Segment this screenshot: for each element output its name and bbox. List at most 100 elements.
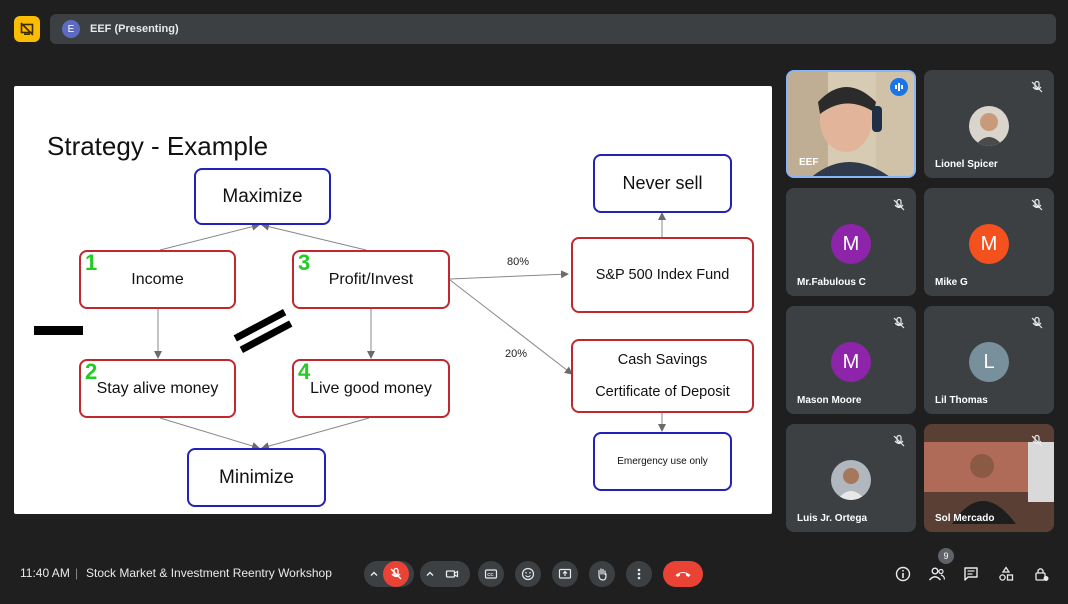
svg-text:CC: CC xyxy=(487,572,494,577)
node-cash-line2: Certificate of Deposit xyxy=(595,384,730,400)
shared-slide: Strategy - Example Maximize 1 Income 3 P… xyxy=(14,86,772,514)
meeting-clock: 11:40 AM xyxy=(20,566,70,580)
node-cash-line1: Cash Savings xyxy=(617,352,708,368)
step-number-1: 1 xyxy=(85,250,98,275)
node-income-label: Income xyxy=(131,270,184,288)
mic-off-icon[interactable] xyxy=(383,561,409,587)
node-never-sell-label: Never sell xyxy=(622,173,703,193)
avatar: M xyxy=(969,224,1009,264)
node-live-good: 4 Live good money xyxy=(292,359,450,418)
activities-icon xyxy=(999,566,1014,581)
chat-icon xyxy=(964,567,978,581)
presenter-chip[interactable]: E EEF (Presenting) xyxy=(50,14,1056,44)
node-sp500-label: S&P 500 Index Fund xyxy=(595,267,730,283)
participant-tile-lionel[interactable]: Lionel Spicer xyxy=(924,70,1054,178)
present-stop-icon[interactable] xyxy=(14,16,40,42)
participant-tile-mr-fabulous[interactable]: M Mr.Fabulous C xyxy=(786,188,916,296)
step-number-4: 4 xyxy=(298,359,311,384)
slide-title: Strategy - Example xyxy=(47,131,269,161)
meeting-title: Stock Market & Investment Reentry Worksh… xyxy=(86,566,332,580)
emoji-button[interactable] xyxy=(515,561,541,587)
node-emergency-label: Emergency use only xyxy=(617,456,708,467)
mic-control[interactable] xyxy=(364,561,414,587)
meeting-info-button[interactable] xyxy=(892,563,914,585)
avatar: M xyxy=(831,224,871,264)
node-minimize: Minimize xyxy=(187,448,326,507)
emoji-icon xyxy=(521,567,535,581)
end-call-button[interactable] xyxy=(663,561,703,587)
participant-name: Mr.Fabulous C xyxy=(797,277,866,288)
node-minimize-label: Minimize xyxy=(219,466,294,488)
end-call-icon xyxy=(675,572,691,577)
mic-off-icon xyxy=(1031,316,1043,329)
equals-sign xyxy=(233,309,293,353)
presenter-avatar: E xyxy=(62,20,80,38)
arrow-profit-sp500 xyxy=(449,270,569,280)
activities-button[interactable] xyxy=(995,563,1017,585)
captions-button[interactable]: CC xyxy=(478,561,504,587)
footer-separator: | xyxy=(75,566,79,580)
participant-tile-mike-g[interactable]: M Mike G xyxy=(924,188,1054,296)
presenter-label: EEF (Presenting) xyxy=(90,23,179,35)
people-count-badge: 9 xyxy=(938,548,954,564)
participant-tile-sol-mercado[interactable]: Sol Mercado xyxy=(924,424,1054,532)
node-cash-savings: Cash Savings Certificate of Deposit xyxy=(571,339,754,413)
arrow-stay-minimize xyxy=(159,417,260,450)
avatar xyxy=(969,106,1009,146)
more-options-button[interactable] xyxy=(626,561,652,587)
avatar: L xyxy=(969,342,1009,382)
captions-icon: CC xyxy=(484,569,498,579)
present-screen-button[interactable] xyxy=(552,561,578,587)
node-emergency: Emergency use only xyxy=(593,432,732,491)
mic-off-icon xyxy=(893,198,905,211)
node-sp500: S&P 500 Index Fund xyxy=(571,237,754,313)
arrow-profit-cash xyxy=(449,279,573,375)
pct-20-label: 20% xyxy=(505,348,528,360)
step-number-3: 3 xyxy=(298,250,311,275)
raise-hand-icon xyxy=(598,568,607,581)
mic-off-icon xyxy=(1031,198,1043,211)
present-screen-icon xyxy=(558,568,572,579)
mic-off-icon xyxy=(893,434,905,447)
node-stay-alive: 2 Stay alive money xyxy=(79,359,236,418)
participant-tile-eef[interactable]: EEF xyxy=(786,70,916,178)
node-live-label: Live good money xyxy=(310,379,432,397)
mic-off-icon xyxy=(893,316,905,329)
chat-button[interactable] xyxy=(960,563,982,585)
participant-name: Mike G xyxy=(935,277,968,288)
people-icon xyxy=(928,567,946,581)
mic-off-icon xyxy=(1031,80,1043,93)
people-button[interactable] xyxy=(926,563,948,585)
chevron-up-icon[interactable] xyxy=(425,569,435,579)
camera-control[interactable] xyxy=(420,561,470,587)
node-profit-invest: 3 Profit/Invest xyxy=(292,250,450,309)
host-controls-icon xyxy=(1035,568,1049,581)
participant-name: Luis Jr. Ortega xyxy=(797,513,868,524)
participant-name: Lil Thomas xyxy=(935,395,988,406)
camera-icon[interactable] xyxy=(439,561,465,587)
node-stay-label: Stay alive money xyxy=(96,379,219,397)
arrow-income-maximize xyxy=(159,222,260,251)
mic-off-icon xyxy=(1031,434,1043,447)
node-never-sell: Never sell xyxy=(593,154,732,213)
participant-tile-lil-thomas[interactable]: L Lil Thomas xyxy=(924,306,1054,414)
node-maximize-label: Maximize xyxy=(222,185,303,207)
host-controls-button[interactable] xyxy=(1030,563,1052,585)
participant-tile-mason-moore[interactable]: M Mason Moore xyxy=(786,306,916,414)
participant-name: Sol Mercado xyxy=(935,513,995,524)
node-income: 1 Income xyxy=(79,250,236,309)
info-icon xyxy=(895,566,911,582)
participant-name: EEF xyxy=(799,157,819,168)
chevron-up-icon[interactable] xyxy=(369,569,379,579)
node-profit-label: Profit/Invest xyxy=(328,270,414,288)
node-maximize: Maximize xyxy=(194,168,331,225)
participant-video xyxy=(924,424,1054,532)
step-number-2: 2 xyxy=(85,359,98,384)
arrow-profit-maximize xyxy=(261,222,367,251)
participant-tile-luis-ortega[interactable]: Luis Jr. Ortega xyxy=(786,424,916,532)
avatar: M xyxy=(831,342,871,382)
raise-hand-button[interactable] xyxy=(589,561,615,587)
slide-connectors xyxy=(34,212,666,450)
pct-80-label: 80% xyxy=(507,256,530,268)
participant-name: Lionel Spicer xyxy=(935,159,998,170)
